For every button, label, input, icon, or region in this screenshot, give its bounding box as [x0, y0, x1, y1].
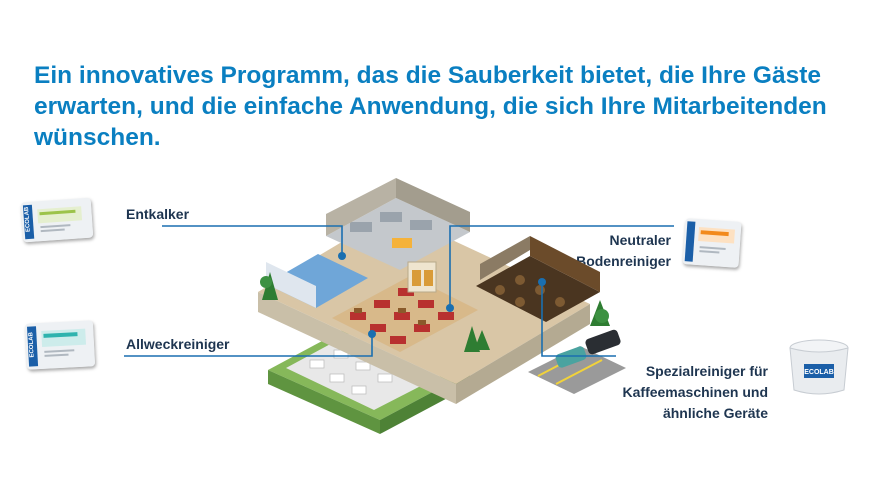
neutral-pack-icon [682, 218, 742, 268]
label-entkalker: Entkalker [126, 206, 190, 222]
marker-spezial [538, 278, 546, 286]
leader-line-entkalker [162, 225, 343, 256]
marker-entkalker [338, 252, 346, 260]
brand-text: ECOLAB [28, 331, 35, 357]
marker-allweck [368, 330, 376, 338]
brand-text: ECOLAB [804, 369, 834, 376]
label-allweckreiniger: Allweckreiniger [126, 336, 230, 352]
marker-neutral [446, 304, 454, 312]
spezial-tub-icon: ECOLAB [788, 338, 850, 398]
leader-line-neutral [449, 225, 674, 308]
allweck-pack-icon: ECOLAB [24, 320, 96, 370]
brand-text: ECOLAB [24, 206, 32, 232]
entkalker-pack-icon: ECOLAB [20, 197, 94, 243]
page-headline: Ein innovatives Programm, das die Sauber… [34, 62, 827, 151]
leader-line-allweck [124, 334, 373, 357]
leader-line-spezial [541, 282, 616, 357]
